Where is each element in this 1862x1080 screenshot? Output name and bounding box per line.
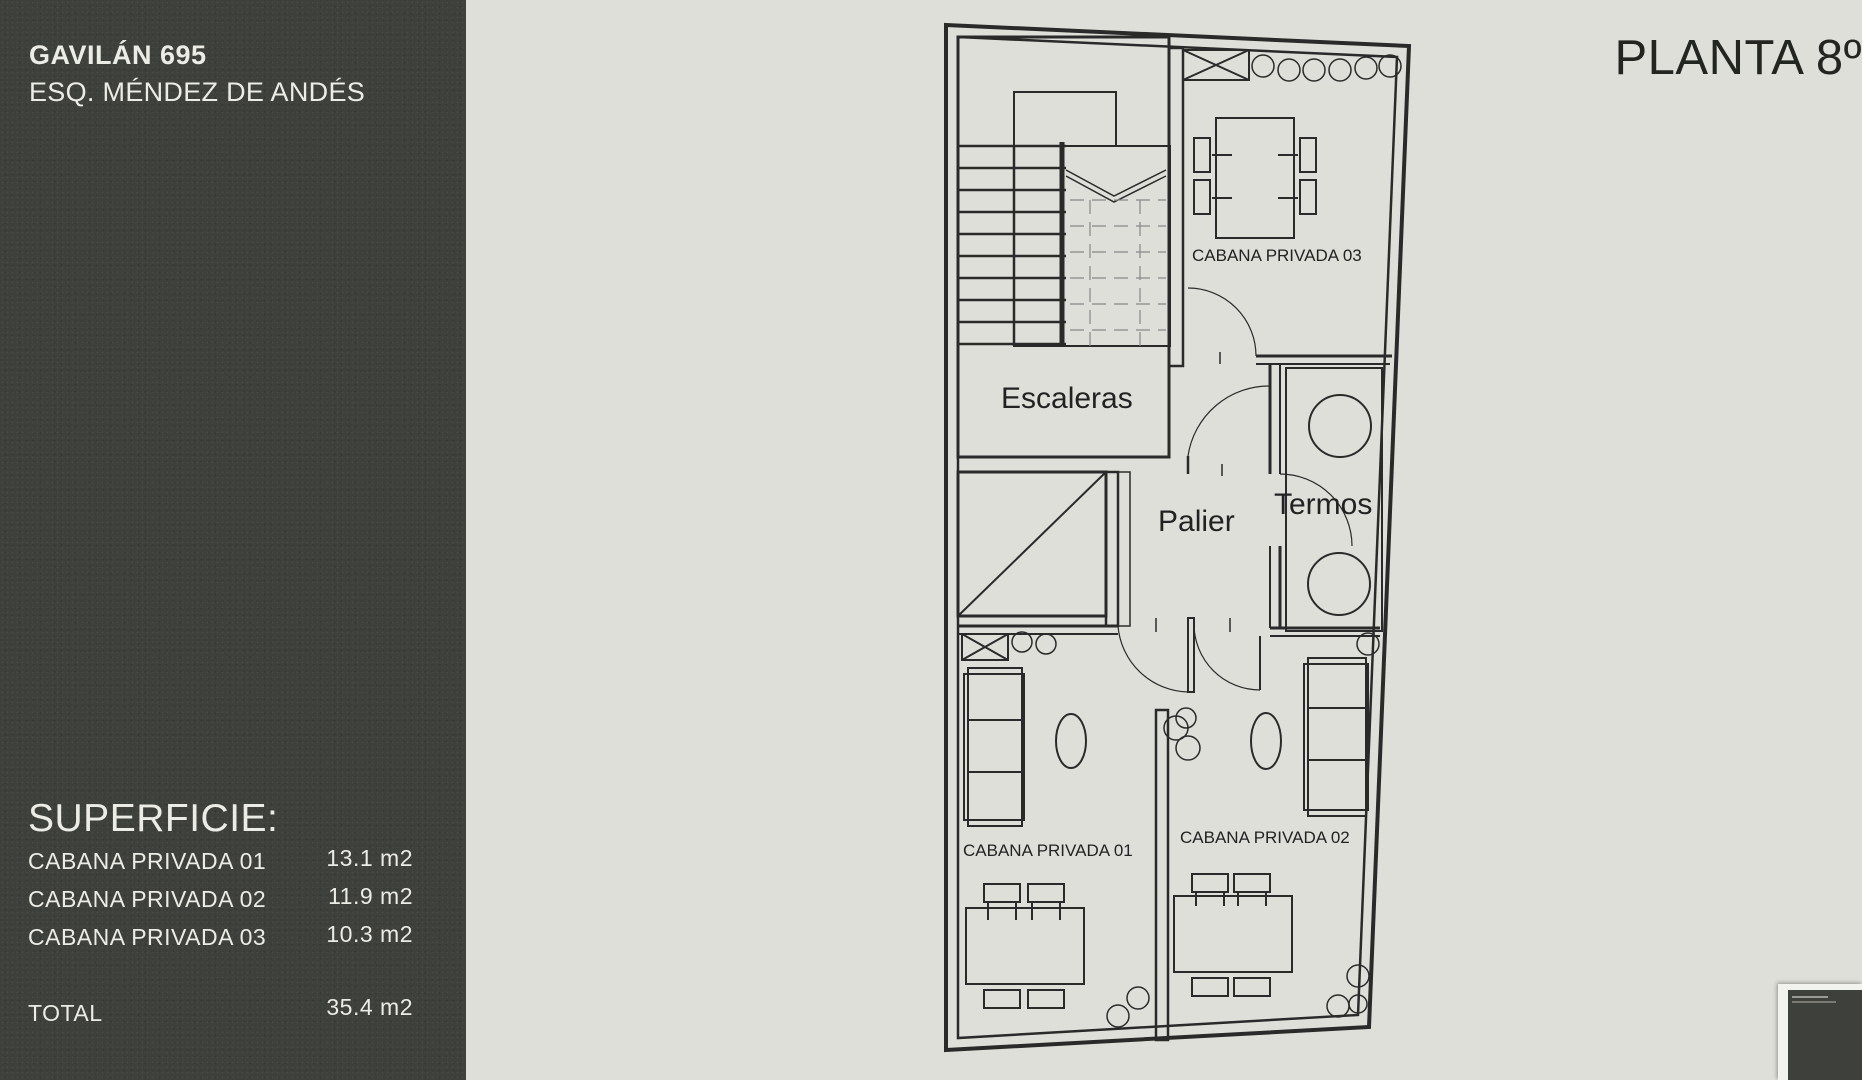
- label-cabana-02: CABANA PRIVADA 02: [1180, 828, 1350, 847]
- label-stairs: Escaleras: [1001, 382, 1133, 415]
- surface-total: TOTAL 35.4 m2: [28, 994, 413, 1027]
- page-thumbnail[interactable]: [1778, 984, 1862, 1080]
- label-cabana-01: CABANA PRIVADA 01: [963, 841, 1133, 860]
- surface-row-value: 11.9 m2: [328, 883, 413, 909]
- outer-wall: [944, 22, 1412, 1053]
- floor-title: PLANTA 8º: [1614, 31, 1862, 85]
- surface-row-label: CABANA PRIVADA 03: [28, 924, 267, 950]
- surface-row-label: CABANA PRIVADA 01: [28, 848, 267, 874]
- surface-row-value: 10.3 m2: [326, 921, 413, 947]
- project-corner: ESQ. MÉNDEZ DE ANDÉS: [29, 77, 366, 107]
- cabana-03: [1182, 49, 1392, 366]
- thumbnail-preview: [1788, 990, 1862, 1080]
- surface-total-value: 35.4 m2: [326, 994, 413, 1020]
- surface-title: SUPERFICIE:: [28, 797, 279, 840]
- surface-row: CABANA PRIVADA 01 13.1 m2: [28, 845, 413, 886]
- cabana-01: [961, 625, 1189, 1009]
- project-name: GAVILÁN 695: [29, 40, 207, 70]
- thumbnail-line: [1792, 996, 1828, 998]
- surface-row: CABANA PRIVADA 03 10.3 m2: [28, 921, 413, 962]
- shaft: [956, 470, 1131, 628]
- label-landing: Palier: [1158, 505, 1235, 538]
- heaters-room: [1268, 364, 1383, 632]
- surface-list: CABANA PRIVADA 01 13.1 m2 CABANA PRIVADA…: [28, 845, 413, 962]
- surface-row: CABANA PRIVADA 02 11.9 m2: [28, 883, 413, 924]
- outer-wall-inner: [956, 35, 1399, 1040]
- label-heaters: Termos: [1274, 488, 1372, 521]
- cabana-02: [1173, 623, 1369, 997]
- label-cabana-03: CABANA PRIVADA 03: [1192, 246, 1362, 265]
- sidebar: GAVILÁN 695 ESQ. MÉNDEZ DE ANDÉS SUPERFI…: [0, 0, 466, 1080]
- floor-plan: Escaleras Palier Termos CABANA PRIVADA 0…: [944, 22, 1412, 1053]
- surface-row-label: CABANA PRIVADA 02: [28, 886, 267, 912]
- floor-plan-canvas: PLANTA 8º: [466, 0, 1862, 1080]
- plants: [1011, 54, 1402, 1028]
- surface-total-label: TOTAL: [28, 1000, 103, 1026]
- thumbnail-line: [1792, 1001, 1836, 1003]
- surface-row-value: 13.1 m2: [326, 845, 413, 871]
